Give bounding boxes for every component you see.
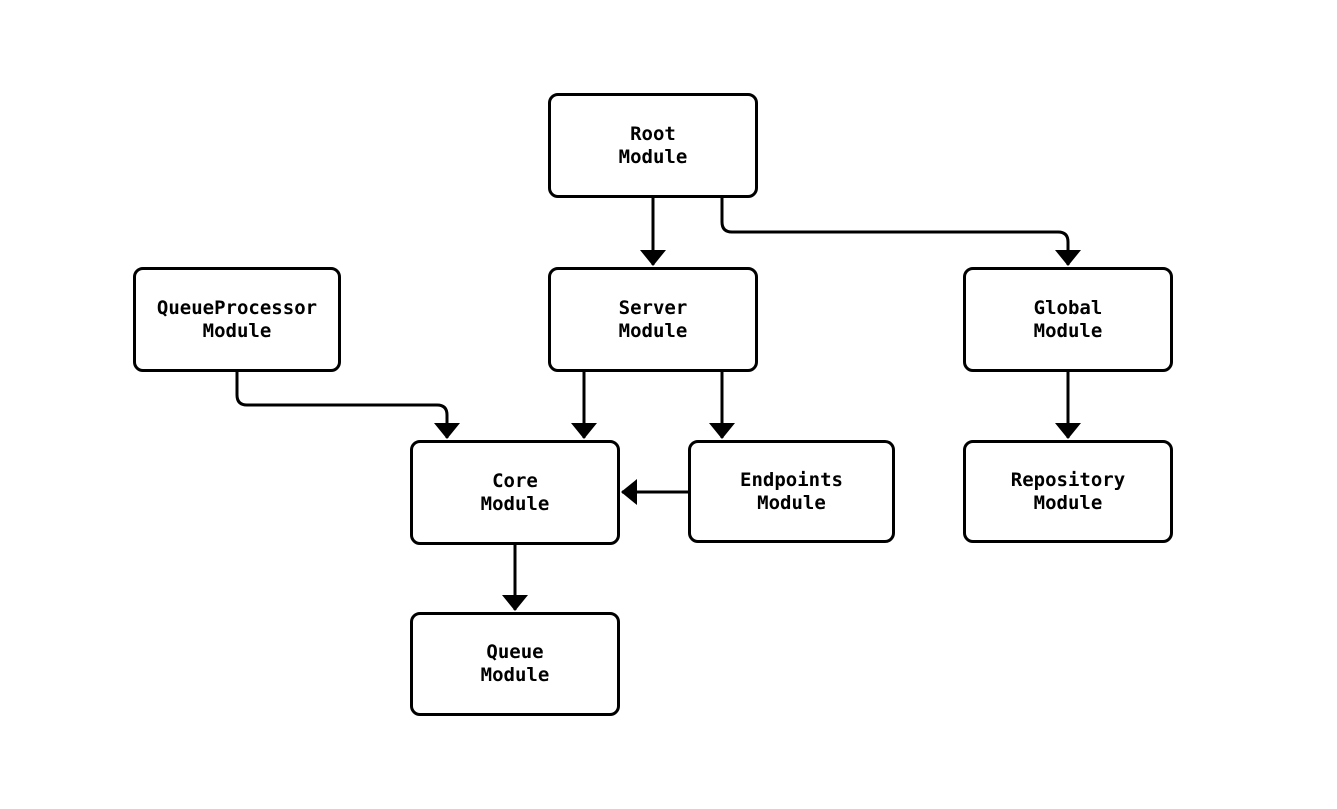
node-endpoints-module: Endpoints Module [688,440,895,543]
node-label-line2: Module [757,491,826,514]
node-label-line1: Server [618,296,688,319]
edge-group [235,198,1081,611]
node-label-line1: Core [492,469,538,492]
node-label-line2: Module [202,319,272,342]
node-label-line1: Global [1033,296,1103,319]
node-label-line1: Root [630,122,676,145]
node-queue-module: Queue Module [410,612,620,716]
node-server-module: Server Module [548,267,758,372]
node-label-line1: QueueProcessor [156,296,318,319]
node-label-line2: Module [480,492,550,515]
node-label-line1: Repository [1010,468,1126,491]
edge-queueprocessor-to-core [235,372,460,439]
node-global-module: Global Module [963,267,1173,372]
node-label-line2: Module [1033,491,1103,514]
node-queueprocessor-module: QueueProcessor Module [133,267,341,372]
node-core-module: Core Module [410,440,620,545]
node-label-line2: Module [480,664,550,686]
node-label-line2: Module [618,145,688,168]
node-label-line1: Endpoints [740,468,843,491]
node-label-line2: Module [618,319,688,342]
edge-root-to-global [720,198,1081,266]
node-label-line2: Module [1033,319,1103,342]
node-repository-module: Repository Module [963,440,1173,543]
node-label-line1: Queue [486,641,544,663]
node-root-module: Root Module [548,93,758,198]
